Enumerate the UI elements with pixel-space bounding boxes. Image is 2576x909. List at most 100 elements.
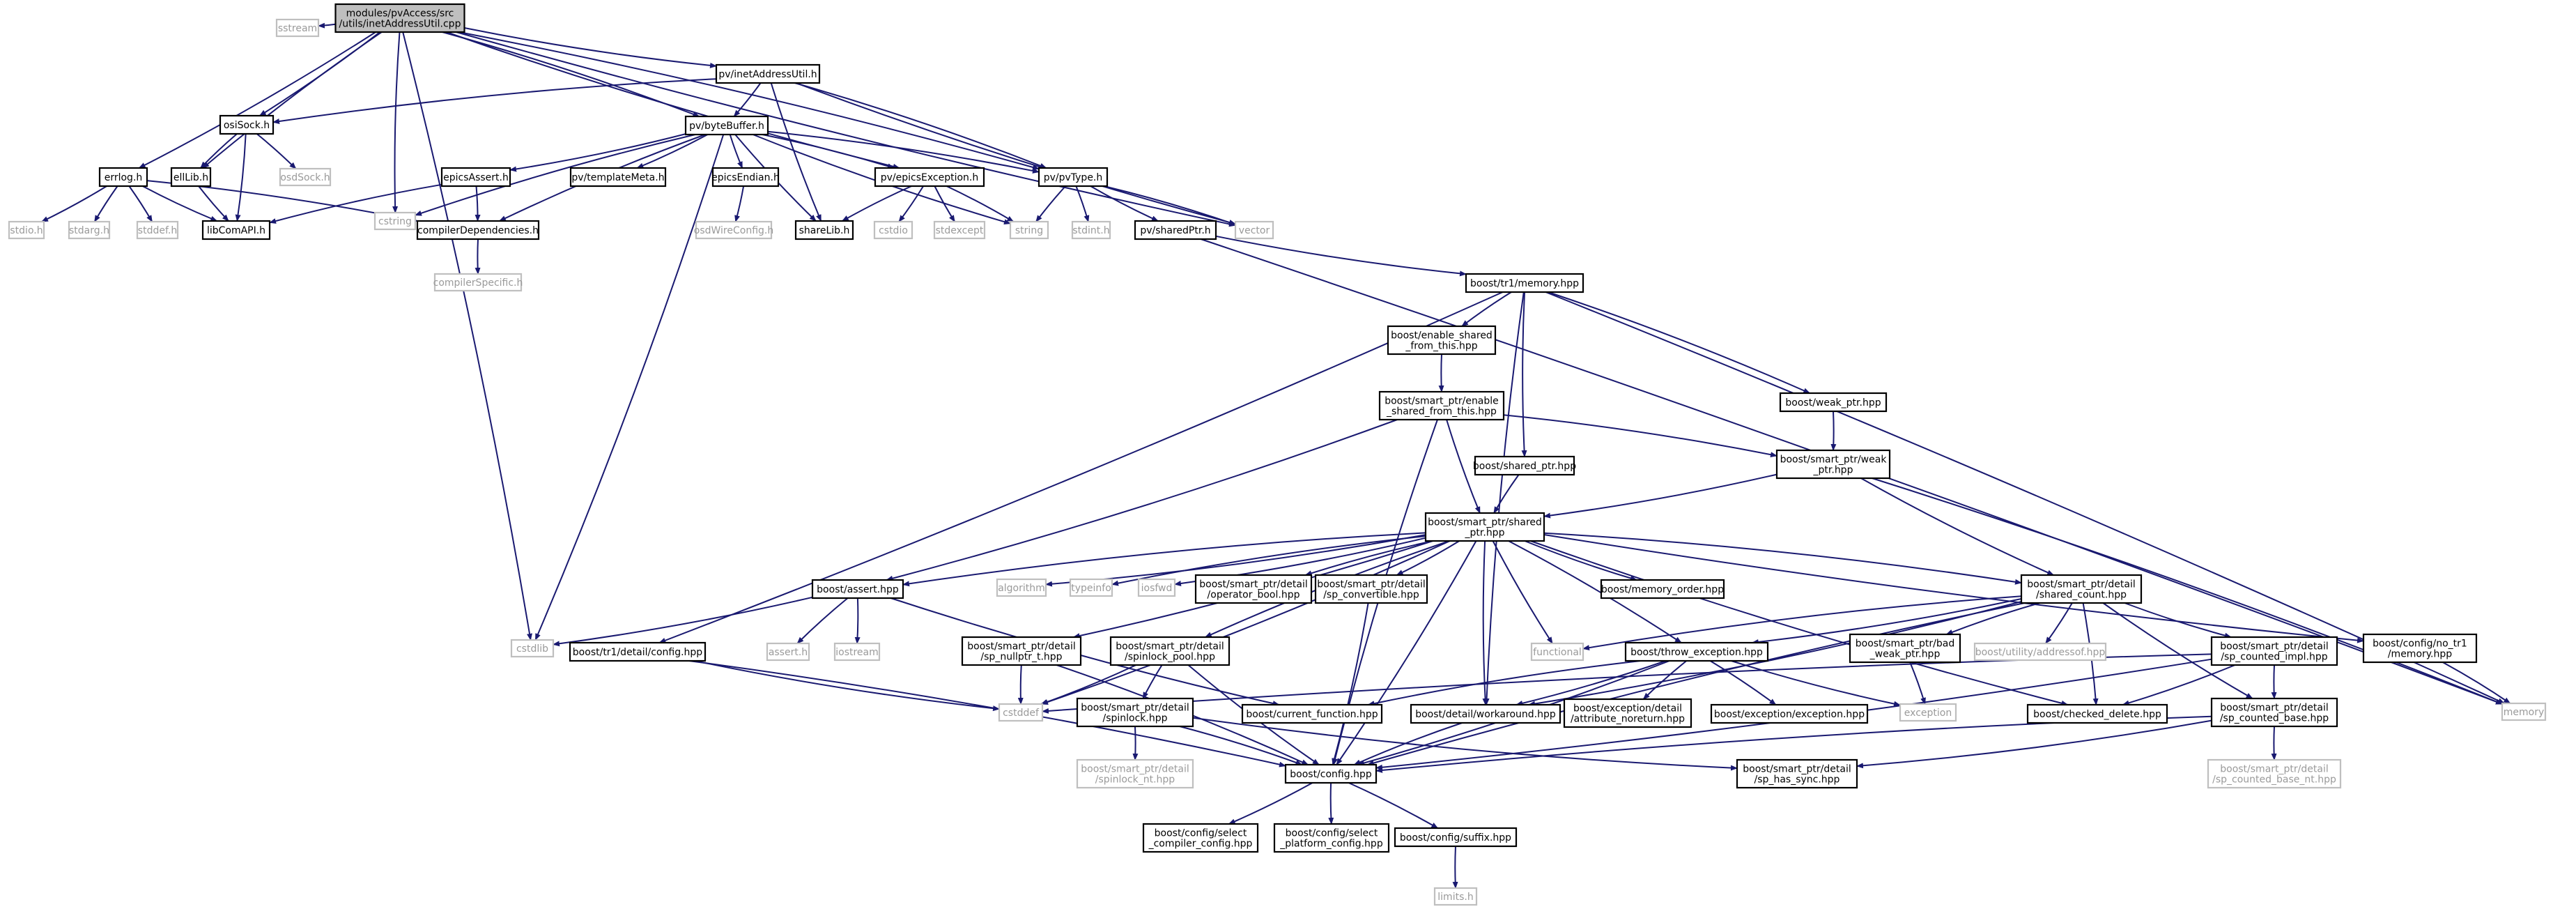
node-boostExceptionAttr[interactable]: boost/exception/detail/attribute_noretur…: [1563, 698, 1692, 728]
edge-boostSpEnableShared-to-boostAssert: [886, 419, 1398, 581]
node-boostSelectCompiler[interactable]: boost/config/select_compiler_config.hpp: [1142, 823, 1259, 853]
edge-boostAssert-to-cstdlib: [553, 596, 813, 647]
node-typeinfo[interactable]: typeinfo: [1069, 578, 1113, 597]
node-string[interactable]: string: [1009, 220, 1049, 240]
node-boostSpCountedImpl[interactable]: boost/smart_ptr/detail/sp_counted_impl.h…: [2210, 636, 2338, 666]
node-limits[interactable]: limits.h: [1433, 887, 1478, 906]
node-label-sstream: sstream: [278, 23, 317, 34]
node-pvEpicsException[interactable]: pv/epicsException.h: [874, 167, 985, 188]
node-boostEnableShared[interactable]: boost/enable_shared_from_this.hpp: [1387, 325, 1497, 356]
node-pvByteBuffer[interactable]: pv/byteBuffer.h: [684, 115, 769, 136]
node-boostExceptionException[interactable]: boost/exception/exception.hpp: [1710, 703, 1869, 724]
node-boostMemoryOrder[interactable]: boost/memory_order.hpp: [1600, 579, 1725, 599]
edge-pvByteBuffer-to-epicsEndian: [729, 134, 743, 169]
node-iostream[interactable]: iostream: [833, 642, 881, 662]
node-box-boostSpCountedBase: [2210, 697, 2338, 728]
node-boostSpinlock[interactable]: boost/smart_ptr/detail/spinlock.hpp: [1076, 697, 1194, 728]
node-iosfwd[interactable]: iosfwd: [1137, 578, 1176, 597]
node-pvPvType[interactable]: pv/pvType.h: [1038, 167, 1109, 188]
node-box-boostSpSharedPtr: [1424, 512, 1545, 542]
node-label-stdexcept: stdexcept: [936, 225, 984, 236]
node-boostSpEnableShared[interactable]: boost/smart_ptr/enable_shared_from_this.…: [1378, 390, 1505, 421]
node-boostSharedCount[interactable]: boost/smart_ptr/detail/shared_count.hpp: [2020, 574, 2143, 604]
edge-pvByteBuffer-to-pvEpicsException: [762, 134, 895, 169]
node-label-boostSharedCount: boost/smart_ptr/detail: [2027, 579, 2135, 590]
node-boostSpWeakPtr[interactable]: boost/smart_ptr/weak_ptr.hpp: [1775, 449, 1891, 480]
node-boostSpNullptr[interactable]: boost/smart_ptr/detail/sp_nullptr_t.hpp: [961, 636, 1082, 666]
node-boostThrowException[interactable]: boost/throw_exception.hpp: [1624, 641, 1769, 662]
node-osdWireConfig[interactable]: osdWireConfig.h: [694, 220, 773, 240]
node-label-cstring: cstring: [378, 216, 412, 227]
node-stddef[interactable]: stddef.h: [136, 220, 179, 240]
node-label-epicsAssert: epicsAssert.h: [443, 172, 509, 183]
node-boostSharedPtr[interactable]: boost/shared_ptr.hpp: [1473, 455, 1576, 476]
node-boostSpCountedBase[interactable]: boost/smart_ptr/detail/sp_counted_base.h…: [2210, 697, 2338, 728]
node-boostSpSharedPtr[interactable]: boost/smart_ptr/shared_ptr.hpp: [1424, 512, 1545, 542]
node-compilerDependencies[interactable]: compilerDependencies.h: [416, 220, 540, 240]
node-exception[interactable]: exception: [1899, 703, 1957, 722]
node-vector[interactable]: vector: [1234, 220, 1274, 240]
node-epicsAssert[interactable]: epicsAssert.h: [440, 167, 511, 188]
node-boostSpinlockNt[interactable]: boost/smart_ptr/detail/spinlock_nt.hpp: [1076, 758, 1194, 789]
edge-boostSpCountedImpl-to-boostCheckedDelete: [2122, 664, 2235, 706]
node-boostAssert[interactable]: boost/assert.hpp: [811, 579, 904, 599]
node-boostTr1Config[interactable]: boost/tr1/detail/config.hpp: [569, 641, 707, 662]
node-boostSpCountedBaseNt[interactable]: boost/smart_ptr/detail/sp_counted_base_n…: [2207, 758, 2342, 789]
node-cstring[interactable]: cstring: [373, 211, 417, 231]
node-pvTemplateMeta[interactable]: pv/templateMeta.h: [569, 167, 667, 188]
node-cstddef[interactable]: cstddef: [998, 703, 1044, 722]
node-boostDetailWorkaround[interactable]: boost/detail/workaround.hpp: [1410, 703, 1561, 724]
node-boostOperatorBool[interactable]: boost/smart_ptr/detail/operator_bool.hpp: [1194, 574, 1313, 604]
node-memory[interactable]: memory: [2501, 702, 2547, 721]
node-sstream[interactable]: sstream: [275, 18, 320, 38]
node-cstdlib[interactable]: cstdlib: [510, 639, 555, 658]
node-osiSock[interactable]: osiSock.h: [219, 114, 275, 135]
node-boostWeakPtr[interactable]: boost/weak_ptr.hpp: [1779, 392, 1888, 413]
node-box-boostSpCountedImpl: [2210, 636, 2338, 666]
edge-boostThrowException-to-boostCurrentFunction: [1367, 660, 1641, 707]
edge-boostTr1Memory-to-memory: [1545, 291, 2505, 704]
node-boostTr1Memory[interactable]: boost/tr1/memory.hpp: [1465, 273, 1584, 293]
node-boostSpBadWeakPtr[interactable]: boost/smart_ptr/bad_weak_ptr.hpp: [1849, 633, 1961, 664]
edge-boostAssert-to-assertH: [796, 597, 849, 644]
node-box-boostSelectPlatform: [1273, 823, 1390, 853]
node-stdexcept[interactable]: stdexcept: [933, 220, 986, 240]
node-stdio[interactable]: stdio.h: [8, 220, 45, 240]
node-epicsEndian[interactable]: epicsEndian.h: [711, 167, 780, 188]
edge-boostSpWeakPtr-to-boostSharedCount: [1860, 478, 2055, 576]
node-compilerSpecific[interactable]: compilerSpecific.h: [433, 273, 523, 292]
node-box-boostCurrentFunction: [1241, 703, 1383, 724]
edge-pvEpicsException-to-shareLib: [841, 185, 912, 222]
node-boostSelectPlatform[interactable]: boost/config/select_platform_config.hpp: [1273, 823, 1390, 853]
node-root[interactable]: modules/pvAccess/src/utils/inetAddressUt…: [334, 3, 465, 33]
node-assertH[interactable]: assert.h: [766, 642, 810, 662]
node-stdarg[interactable]: stdarg.h: [68, 220, 111, 240]
node-shareLib[interactable]: shareLib.h: [794, 220, 854, 240]
node-label-boostEnableShared: boost/enable_shared: [1391, 330, 1493, 342]
node-libComAPI[interactable]: libComAPI.h: [201, 220, 271, 240]
node-label-stdio: stdio.h: [10, 225, 43, 236]
node-cstdio[interactable]: cstdio: [873, 220, 913, 240]
node-pvSharedPtr[interactable]: pv/sharedPtr.h: [1134, 220, 1217, 240]
node-boostCurrentFunction[interactable]: boost/current_function.hpp: [1241, 703, 1383, 724]
node-boostSpHasSync[interactable]: boost/smart_ptr/detail/sp_has_sync.hpp: [1736, 758, 1858, 789]
node-boostSpConvertible[interactable]: boost/smart_ptr/detail/sp_convertible.hp…: [1314, 574, 1428, 604]
node-stdint[interactable]: stdint.h: [1071, 220, 1111, 240]
node-boostCheckedDelete[interactable]: boost/checked_delete.hpp: [2026, 703, 2168, 724]
node-errlog[interactable]: errlog.h: [98, 167, 148, 188]
node-boostConfig[interactable]: boost/config.hpp: [1284, 763, 1378, 784]
node-label-boostSpNullptr: boost/smart_ptr/detail: [967, 641, 1075, 652]
node-boostUtilityAddressof[interactable]: boost/utility/addressof.hpp: [1973, 642, 2107, 662]
edge-boostSpBadWeakPtr-to-exception: [1909, 662, 1926, 705]
node-osdSock[interactable]: osdSock.h: [279, 167, 332, 187]
node-boostSpinlockPool[interactable]: boost/smart_ptr/detail/spinlock_pool.hpp: [1109, 636, 1231, 666]
node-ellLib[interactable]: ellLib.h: [170, 167, 212, 188]
node-label-boostSpinlock: boost/smart_ptr/detail: [1081, 703, 1189, 714]
edge-root-to-ellLib: [202, 31, 383, 169]
node-algorithm[interactable]: algorithm: [996, 578, 1047, 597]
node-label-boostSpConvertible: boost/smart_ptr/detail: [1317, 579, 1425, 590]
node-boostSuffix[interactable]: boost/config/suffix.hpp: [1394, 827, 1518, 848]
node-pvInetAddressUtil[interactable]: pv/inetAddressUtil.h: [715, 63, 821, 84]
node-boostConfigNoTr1[interactable]: boost/config/no_tr1/memory.hpp: [2362, 633, 2478, 664]
node-functional[interactable]: functional: [1530, 642, 1584, 662]
